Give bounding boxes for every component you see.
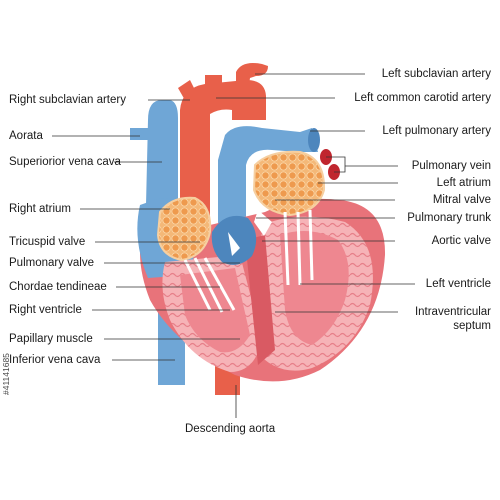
pulmonary-artery bbox=[218, 126, 318, 230]
label-aortic-valve: Aortic valve bbox=[431, 235, 491, 247]
superior-vena-cava bbox=[146, 100, 178, 205]
label-septum: septum bbox=[453, 320, 491, 332]
label-right-ventricle: Right ventricle bbox=[9, 304, 82, 316]
label-descending-aorta: Descending aorta bbox=[185, 423, 276, 435]
label-left-atrium: Left atrium bbox=[436, 177, 491, 189]
label-pulmonary-trunk: Pulmonary trunk bbox=[407, 212, 491, 224]
label-left-ventricle: Left ventricle bbox=[425, 278, 491, 290]
label-intraventricular: Intraventricular bbox=[414, 306, 491, 318]
label-tricuspid-valve: Tricuspid valve bbox=[9, 236, 86, 248]
chordae-left bbox=[283, 209, 314, 286]
label-pulmonary-vein: Pulmonary vein bbox=[411, 160, 491, 172]
label-right-atrium: Right atrium bbox=[9, 203, 71, 215]
left-atrium-fat bbox=[252, 150, 326, 217]
label-pulmonary-valve: Pulmonary valve bbox=[9, 257, 95, 269]
label-left-subclavian-artery: Left subclavian artery bbox=[381, 68, 491, 80]
right-subclavian-branch bbox=[178, 80, 198, 102]
stock-id: #41141685 bbox=[1, 353, 11, 395]
label-chordae-tendineae: Chordae tendineae bbox=[9, 281, 107, 293]
label-left-common-carotid-artery: Left common carotid artery bbox=[354, 92, 491, 104]
label-mitral-valve: Mitral valve bbox=[432, 194, 491, 206]
aorta bbox=[180, 80, 266, 225]
label-left-pulmonary-artery: Left pulmonary artery bbox=[382, 125, 491, 137]
septum bbox=[245, 235, 275, 365]
right-atrium-fat bbox=[156, 196, 212, 262]
label-right-subclavian-artery: Right subclavian artery bbox=[9, 94, 126, 106]
label-papillary-muscle: Papillary muscle bbox=[9, 333, 93, 345]
label-aorata: Aorata bbox=[9, 130, 43, 142]
label-superior-vena-cava: Superiorior vena cava bbox=[9, 156, 121, 168]
chordae-right bbox=[183, 257, 236, 313]
leader-lines bbox=[52, 73, 415, 418]
label-inferior-vena-cava: Inferior vena cava bbox=[9, 354, 101, 366]
